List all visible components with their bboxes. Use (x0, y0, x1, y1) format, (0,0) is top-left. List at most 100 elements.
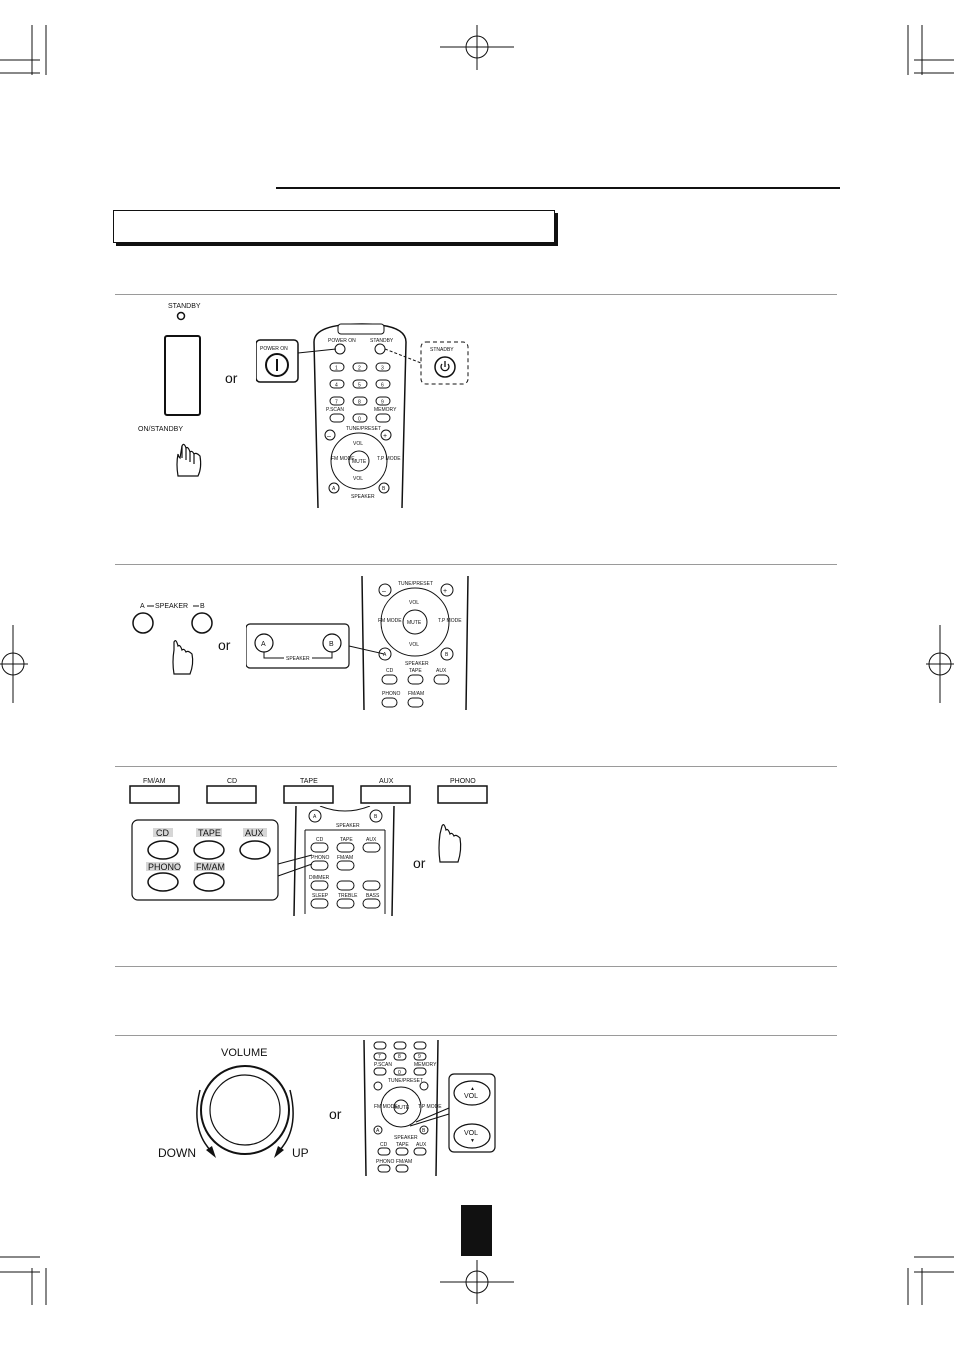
svg-text:PHONO: PHONO (382, 691, 400, 697)
page-tab (461, 1205, 492, 1256)
svg-text:SPEAKER: SPEAKER (336, 823, 360, 829)
svg-text:B: B (329, 641, 334, 648)
header-rule (276, 187, 840, 189)
zoom-fmam-button[interactable] (193, 872, 225, 892)
front-panel-power: STANDBY ON/STANDBY (138, 303, 202, 477)
zoom-aux-button[interactable] (239, 840, 271, 860)
svg-text:TAPE: TAPE (396, 1142, 409, 1148)
source-button-phono[interactable] (437, 785, 488, 804)
svg-text:A: A (383, 652, 387, 658)
svg-text:4: 4 (335, 383, 338, 389)
svg-text:8: 8 (358, 400, 361, 406)
svg-text:FM MODE: FM MODE (331, 456, 355, 462)
svg-text:TAPE: TAPE (409, 668, 422, 674)
svg-text:7: 7 (335, 400, 338, 406)
front-panel-speaker: A SPEAKER B (132, 603, 213, 675)
svg-text:AUX: AUX (416, 1142, 427, 1148)
vol-down-label: VOL (464, 1130, 478, 1137)
section-rule-1 (115, 294, 837, 295)
svg-text:SPEAKER: SPEAKER (394, 1135, 418, 1141)
section-rule-5 (115, 1035, 837, 1036)
or-label-1: or (225, 370, 238, 386)
svg-text:TUNE/PRESET: TUNE/PRESET (398, 581, 433, 587)
svg-text:5: 5 (358, 383, 361, 389)
or-label-3: or (413, 855, 426, 871)
zoom-cd-label: CD (156, 828, 169, 838)
svg-text:MUTE: MUTE (395, 1105, 410, 1111)
standby-zoom-label: STNADBY (430, 347, 454, 353)
power-on-zoom-label: POWER ON (260, 346, 288, 352)
svg-text:DIMMER: DIMMER (309, 875, 330, 881)
source-button-aux[interactable] (360, 785, 411, 804)
svg-text:BASS: BASS (366, 893, 380, 899)
volume-up-label: UP (292, 1146, 309, 1160)
standby-button[interactable] (434, 356, 456, 378)
remote-number-keys (329, 362, 391, 423)
remote-standby-small-label: STANDBY (370, 338, 394, 344)
svg-text:B: B (382, 486, 386, 492)
speaker-label: SPEAKER (155, 603, 188, 610)
speaker-b-letter: B (200, 603, 205, 610)
vol-zoom-box (448, 1073, 496, 1153)
volume-down-label: DOWN (158, 1146, 196, 1160)
svg-text:SPEAKER: SPEAKER (405, 661, 429, 667)
svg-text:9: 9 (418, 1054, 421, 1060)
zoom-tape-label: TAPE (198, 828, 221, 838)
source-button-fmam[interactable] (129, 785, 180, 804)
vol-up-label: VOL (464, 1093, 478, 1100)
standby-indicator-label: STANDBY (168, 303, 201, 310)
source-button-tape[interactable] (283, 785, 334, 804)
power-on-button[interactable] (265, 353, 289, 377)
source-label-aux: AUX (379, 778, 394, 785)
svg-text:9: 9 (381, 400, 384, 406)
svg-text:VOL: VOL (409, 600, 419, 606)
source-label-cd: CD (227, 778, 237, 785)
speaker-a-button[interactable] (132, 612, 154, 634)
svg-text:TUNE/PRESET: TUNE/PRESET (388, 1078, 423, 1084)
svg-text:VOL: VOL (353, 476, 363, 482)
svg-text:A: A (332, 486, 336, 492)
svg-text:0: 0 (358, 417, 361, 423)
svg-text:7: 7 (378, 1054, 381, 1060)
svg-text:B: B (445, 652, 449, 658)
zoom-cd-button[interactable] (147, 840, 179, 860)
svg-text:P.SCAN: P.SCAN (326, 407, 344, 413)
svg-text:MUTE: MUTE (352, 459, 367, 465)
svg-text:FM MODE: FM MODE (378, 618, 402, 624)
svg-text:VOL: VOL (409, 642, 419, 648)
volume-label: VOLUME (221, 1047, 268, 1059)
volume-knob[interactable] (200, 1065, 290, 1155)
hand-press-icon (172, 640, 194, 675)
title-box (113, 210, 555, 243)
svg-text:–: – (382, 588, 386, 595)
source-label-fmam: FM/AM (143, 778, 166, 785)
on-standby-button[interactable] (164, 335, 201, 416)
source-label-tape: TAPE (300, 778, 318, 785)
svg-text:T.P MODE: T.P MODE (438, 618, 462, 624)
zoom-phono-label: PHONO (148, 862, 181, 872)
or-label-2: or (218, 637, 231, 653)
svg-text:8: 8 (398, 1054, 401, 1060)
svg-text:+: + (383, 433, 387, 440)
svg-text:MUTE: MUTE (407, 620, 422, 626)
zoom-phono-button[interactable] (147, 872, 179, 892)
vol-up-button[interactable] (453, 1080, 491, 1106)
svg-text:MEMORY: MEMORY (374, 407, 397, 413)
zoom-tape-button[interactable] (193, 840, 225, 860)
vol-down-button[interactable] (453, 1123, 491, 1149)
speaker-b-button[interactable] (191, 612, 213, 634)
source-button-cd[interactable] (206, 785, 257, 804)
svg-text:3: 3 (381, 366, 384, 372)
remote-volume-illustration: 7 8 9 P.SCAN 0 MEMORY TUNE/PRESET MUTE F… (363, 1040, 496, 1177)
svg-text:–: – (327, 433, 331, 440)
on-standby-label: ON/STANDBY (138, 426, 183, 433)
or-label-4: or (329, 1106, 342, 1122)
svg-text:P.SCAN: P.SCAN (374, 1062, 392, 1068)
svg-text:▼: ▼ (470, 1138, 475, 1144)
svg-text:0: 0 (398, 1070, 401, 1076)
zoom-fmam-label: FM/AM (196, 862, 225, 872)
svg-text:B: B (374, 814, 378, 820)
svg-text:TAPE: TAPE (340, 837, 353, 843)
section-rule-3 (115, 766, 837, 767)
